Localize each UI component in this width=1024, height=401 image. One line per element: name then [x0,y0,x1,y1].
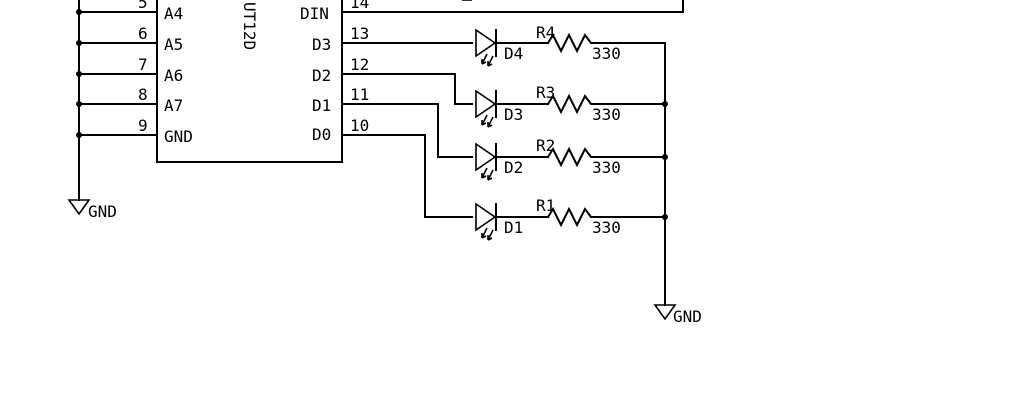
led-d1 [475,202,549,241]
right-bus [662,42,668,306]
resistor-value-r2: 330 [592,158,621,177]
led-label-d4: D4 [504,44,523,63]
branch-d1: D1 R1 330 [475,196,666,241]
ic-part-name: UT12D [240,2,259,50]
resistor-r1 [546,206,666,228]
pin-name-din: DIN [300,4,329,23]
left-bus [76,0,158,201]
resistor-label-r4: R4 [536,23,555,42]
branch-d3: D3 R3 330 [475,83,666,128]
resistor-value-r4: 330 [592,44,621,63]
resistor-r3 [546,93,666,115]
led-d4 [475,28,549,67]
pin-name-d3: D3 [312,35,331,54]
pin-name-d2: D2 [312,66,331,85]
resistor-label-r3: R3 [536,83,555,102]
pin-name-a7: A7 [164,96,183,115]
led-label-d3: D3 [504,105,523,124]
pin-number-8: 8 [138,85,148,104]
ground-label-right: GND [673,307,702,326]
pin-number-6: 6 [138,24,148,43]
din-wire [341,0,684,13]
signal-wires [341,42,473,218]
branch-d4: D4 R4 330 [475,23,666,67]
pin-number-7: 7 [138,55,148,74]
resistor-r2 [546,146,666,168]
pin-name-d0: D0 [312,125,331,144]
led-label-d2: D2 [504,158,523,177]
pin-name-a6: A6 [164,66,183,85]
ground-label-left: GND [88,202,117,221]
resistor-label-r2: R2 [536,136,555,155]
resistor-r4 [546,32,666,54]
pin-name-d1: D1 [312,96,331,115]
pin-number-9: 9 [138,116,148,135]
pin-number-5: 5 [138,0,148,12]
led-d2 [475,142,549,181]
pin-name-a5: A5 [164,35,183,54]
led-d3 [475,89,549,128]
ic-body [156,0,343,163]
ground-symbol-right: GND [653,304,702,326]
pin-name-a4: A4 [164,4,183,23]
pin-name-gnd: GND [164,127,193,146]
branch-d2: D2 R2 330 [475,136,666,181]
pin-number-13: 13 [350,24,369,43]
pin-number-14: 14 [350,0,369,12]
led-label-d1: D1 [504,218,523,237]
pin-number-12: 12 [350,55,369,74]
resistor-value-r3: 330 [592,105,621,124]
resistor-label-r1: R1 [536,196,555,215]
ground-symbol-left: GND [67,199,117,221]
pin-number-11: 11 [350,85,369,104]
pin-number-10: 10 [350,116,369,135]
resistor-value-r1: 330 [592,218,621,237]
